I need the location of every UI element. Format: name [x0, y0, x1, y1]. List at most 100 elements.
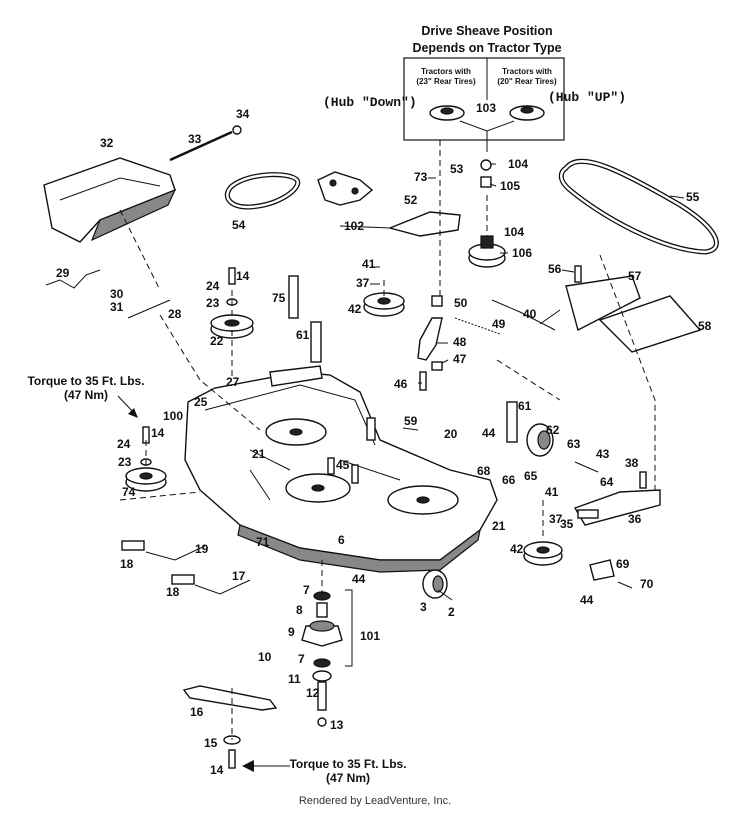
callout-42-right: 42 [510, 542, 524, 556]
callout-21-right: 21 [492, 519, 506, 533]
callout-37-left: 37 [356, 276, 370, 290]
drive-sheave-header: Drive Sheave Position Depends on Tractor… [323, 24, 626, 152]
sheave-option-box [403, 57, 565, 141]
pulley-42-right [523, 541, 563, 566]
belt-cover-32 [43, 157, 177, 243]
link-28 [127, 299, 171, 319]
callout-61-right: 61 [518, 399, 532, 413]
gauge-wheel-3 [422, 569, 448, 599]
bolt-56 [574, 265, 582, 283]
callout-14-mid: 14 [151, 426, 165, 440]
callout-37-right: 37 [549, 512, 563, 526]
callout-labels: 2 3 6 7 7 8 9 10 11 12 13 14 14 14 15 16… [56, 101, 712, 777]
arm-36 [573, 489, 661, 526]
callout-7-top: 7 [303, 583, 310, 597]
callout-66: 66 [502, 473, 516, 487]
footer-credit: Rendered by LeadVenture, Inc. [298, 795, 452, 807]
spring-29 [45, 269, 101, 289]
mower-deck-100 [184, 365, 498, 573]
callout-59: 59 [404, 414, 418, 428]
callout-54: 54 [232, 218, 246, 232]
bolt-45 [327, 457, 335, 475]
rod-end-18-bottom [171, 574, 195, 585]
bolt-14-top [228, 267, 236, 285]
hub-up-label: (Hub "UP") [548, 90, 626, 105]
bracket-75 [288, 275, 299, 319]
callout-43: 43 [596, 447, 610, 461]
option-left-line2: (23" Rear Tires) [416, 77, 476, 86]
callout-16: 16 [190, 705, 204, 719]
callout-46: 46 [394, 377, 408, 391]
callout-103: 103 [476, 101, 496, 115]
callout-23-mid: 23 [118, 455, 132, 469]
bracket-61-right [506, 401, 518, 443]
callout-74: 74 [122, 485, 136, 499]
callout-75: 75 [272, 291, 286, 305]
header-title-line1: Drive Sheave Position [421, 24, 552, 38]
belt-54 [225, 172, 301, 210]
callout-14-bottom: 14 [210, 763, 224, 777]
callout-13: 13 [330, 718, 344, 732]
callout-105: 105 [500, 179, 520, 193]
callout-61-left: 61 [296, 328, 310, 342]
callout-14-top: 14 [236, 269, 250, 283]
callout-73: 73 [414, 170, 428, 184]
callout-24-mid: 24 [117, 437, 131, 451]
idler-arm-48 [417, 317, 443, 361]
callout-41-left: 41 [362, 257, 376, 271]
callout-41-right: 41 [545, 485, 559, 499]
pulley-42-left [363, 292, 405, 317]
callout-49: 49 [492, 317, 506, 331]
callout-45: 45 [336, 458, 350, 472]
rod-33 [169, 130, 233, 162]
callout-42-left: 42 [348, 302, 362, 316]
torque-note-top-line2: (47 Nm) [64, 388, 108, 402]
callout-11: 11 [288, 672, 301, 686]
torque-note-bottom-line2: (47 Nm) [326, 771, 370, 785]
callout-9: 9 [288, 625, 295, 639]
callout-48: 48 [453, 335, 467, 349]
callout-22: 22 [210, 334, 224, 348]
callout-21-left: 21 [252, 447, 266, 461]
callout-17: 17 [232, 569, 246, 583]
torque-note-top-line1: Torque to 35 Ft. Lbs. [27, 374, 144, 388]
header-title-line2: Depends on Tractor Type [412, 41, 561, 55]
callout-104-lower: 104 [504, 225, 524, 239]
callout-27: 27 [226, 375, 240, 389]
callout-31: 31 [110, 300, 124, 314]
sheave-106 [468, 235, 506, 268]
spacer-50 [431, 295, 443, 307]
callout-44-right: 44 [580, 593, 594, 607]
callout-25: 25 [194, 395, 208, 409]
rod-19 [145, 545, 206, 561]
mower-deck-parts-diagram: Drive Sheave Position Depends on Tractor… [27, 24, 719, 785]
bolt-70 [617, 581, 633, 589]
bolt-59 [402, 427, 419, 431]
callout-8: 8 [296, 603, 303, 617]
sheave-hub-up [509, 105, 545, 121]
callout-23-top: 23 [206, 296, 220, 310]
callout-28: 28 [168, 307, 182, 321]
callout-57: 57 [628, 269, 642, 283]
callout-30: 30 [110, 287, 124, 301]
rod-end-18-top [121, 540, 145, 551]
callout-15: 15 [204, 736, 218, 750]
callout-102: 102 [344, 219, 364, 233]
callout-20: 20 [444, 427, 458, 441]
callout-58: 58 [698, 319, 712, 333]
callout-56: 56 [548, 262, 562, 276]
callout-68: 68 [477, 464, 491, 478]
callout-55: 55 [686, 190, 700, 204]
sheave-leader [459, 120, 515, 132]
callout-35: 35 [560, 517, 574, 531]
pin-35 [577, 509, 599, 519]
spindle-assembly-101 [301, 589, 353, 727]
option-right-line1: Tractors with [502, 67, 552, 76]
callout-36: 36 [628, 512, 642, 526]
callout-33: 33 [188, 132, 202, 146]
callout-32: 32 [100, 136, 114, 150]
bolt-14-bottom [228, 749, 236, 769]
chute-58 [598, 295, 702, 353]
option-left-line1: Tractors with [421, 67, 471, 76]
callout-40: 40 [523, 307, 537, 321]
